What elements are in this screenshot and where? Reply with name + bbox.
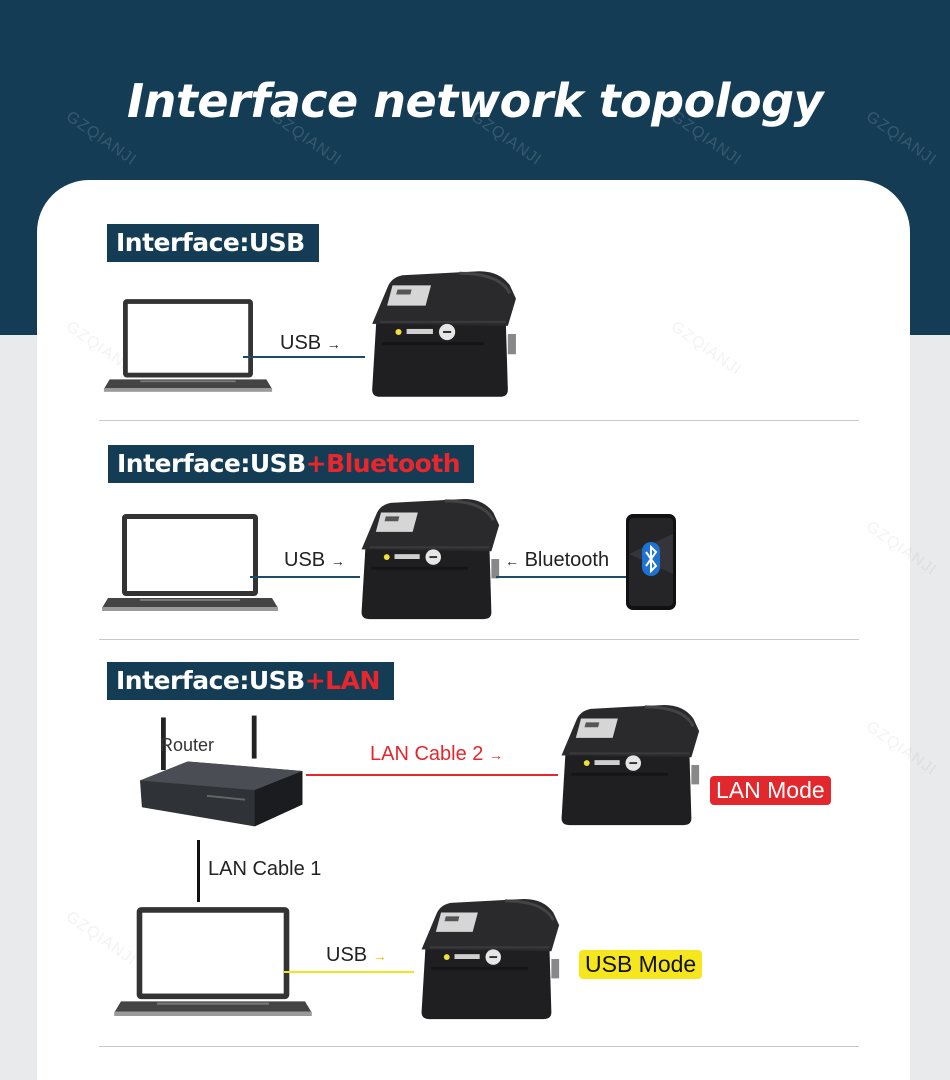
laptop-icon xyxy=(100,510,280,614)
lan-cable-2-line xyxy=(306,774,558,776)
printer-icon xyxy=(348,486,503,632)
usb-cable-line xyxy=(250,576,360,578)
printer-icon xyxy=(358,258,520,410)
section-tag-accent: +Bluetooth xyxy=(306,449,460,478)
bluetooth-label: ← Bluetooth xyxy=(505,549,609,572)
usb-mode-badge: USB Mode xyxy=(579,950,702,979)
lan-cable-2-label: LAN Cable 2 → xyxy=(370,743,503,766)
router-label: Router xyxy=(160,735,214,756)
printer-icon xyxy=(548,692,703,838)
usb-cable-line xyxy=(243,356,365,358)
section-divider xyxy=(99,1046,859,1047)
laptop-icon xyxy=(102,294,274,396)
lan-mode-badge: LAN Mode xyxy=(710,776,831,805)
bluetooth-link-line xyxy=(496,576,626,578)
lan-cable-1-label: LAN Cable 1 xyxy=(208,858,321,881)
section-tag-label: Interface:USB xyxy=(116,666,305,695)
section-tag-usb: Interface:USB xyxy=(107,224,319,262)
usb-cable-label: USB → xyxy=(284,549,345,572)
smartphone-bluetooth-icon xyxy=(626,514,676,610)
section-tag-label: Interface:USB xyxy=(116,228,305,257)
laptop-icon xyxy=(112,900,314,1022)
section-tag-usb-lan: Interface:USB+LAN xyxy=(107,662,394,700)
section-tag-label: Interface:USB xyxy=(117,449,306,478)
section-tag-usb-bluetooth: Interface:USB+Bluetooth xyxy=(108,445,474,483)
usb-cable-line xyxy=(284,971,414,973)
printer-icon xyxy=(408,886,563,1032)
lan-cable-1-line xyxy=(197,840,200,902)
section-divider xyxy=(99,639,859,640)
usb-cable-label: USB → xyxy=(280,332,341,355)
section-divider xyxy=(99,420,859,421)
section-tag-accent: +LAN xyxy=(305,666,380,695)
router-icon xyxy=(140,708,312,834)
usb-cable-label: USB → xyxy=(326,944,387,967)
